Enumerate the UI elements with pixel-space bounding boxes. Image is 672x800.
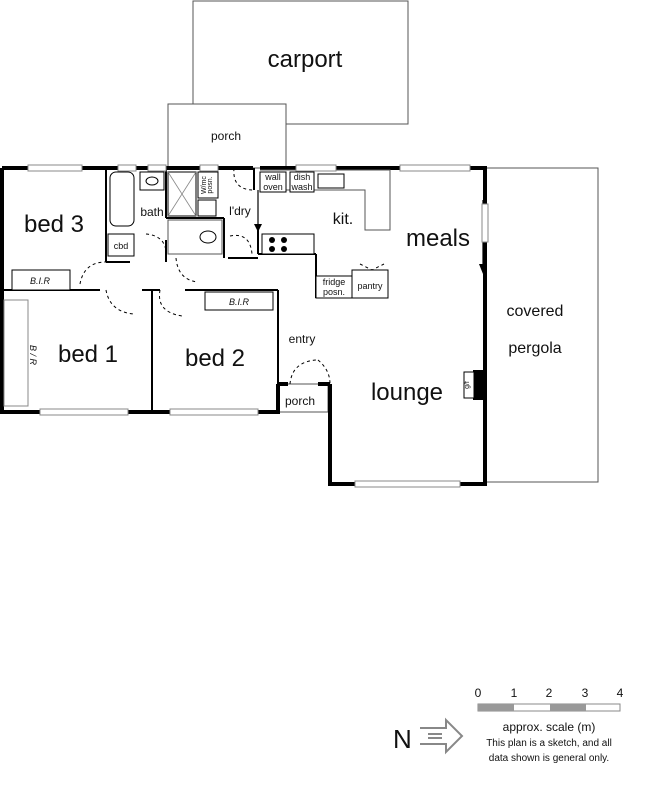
dishwasher-label-2: wash [290,182,312,192]
bathtub [109,171,135,227]
bir-bed2-label: B.I.R [229,297,250,307]
pergola-outline [487,167,599,483]
scale-tick-0: 0 [475,686,482,700]
entry-label: entry [289,332,316,346]
kitchen-label: kit. [333,211,353,228]
dishwasher-label-1: dish [294,172,311,182]
scale-label: approx. scale (m) [503,720,596,734]
wall-oven-label-1: wall [264,172,281,182]
bath-label: bath [140,205,163,219]
bir-bed1-label: B / R [28,345,38,366]
north-arrow-icon [420,717,464,755]
wm-label-2: posn. [207,176,214,193]
pergola-label-2: pergola [508,340,561,357]
kitchen-sink [317,173,345,189]
bir-bed2 [204,291,274,311]
wm-label-1: W/mc [201,176,208,194]
scale-tick-3: 3 [582,686,589,700]
cbd-cupboard [107,233,135,257]
porch-front-label: porch [285,394,315,408]
door-swings [79,167,385,385]
fireplace [473,370,485,400]
bed2-label: bed 2 [185,345,245,372]
disclaimer-line-2: data shown is general only. [489,753,609,764]
wall-oven-label-2: oven [263,182,283,192]
scale-tick-1: 1 [511,686,518,700]
pantry [351,269,389,299]
scale-bar [477,703,621,712]
gas-fire [463,371,475,399]
lounge-label: lounge [371,379,443,406]
cbd-label: cbd [114,241,129,251]
basin-icon [145,176,159,186]
kitchen-bench [260,169,391,231]
wm-posn [197,171,219,199]
fridge-label-1: fridge [323,277,346,287]
bed3-label: bed 3 [24,211,84,238]
toilet-icon [199,230,217,244]
scale-tick-2: 2 [546,686,553,700]
fridge-label-2: posn. [323,287,345,297]
porch-top-label: porch [211,129,241,143]
pantry-label: pantry [357,281,383,291]
laundry-label: l'dry [229,204,251,218]
wall-oven [259,171,287,193]
disclaimer-line-1: This plan is a sketch, and all [486,738,612,749]
bed1-label: bed 1 [58,341,118,368]
bir-bed3-label: B.I.R [30,276,51,286]
carport-outline [192,0,409,125]
carport-label: carport [268,46,343,73]
north-label: N [393,724,412,754]
toilet-room [167,219,223,255]
meals-label: meals [406,225,470,252]
windows [27,164,489,488]
gf-label: g/f [464,381,471,389]
laundry-trough [197,199,217,217]
pergola-label-1: covered [507,303,564,320]
dishwasher [289,171,315,193]
bir-bed1 [3,299,29,407]
scale-tick-4: 4 [617,686,624,700]
bir-bed3 [11,269,71,291]
